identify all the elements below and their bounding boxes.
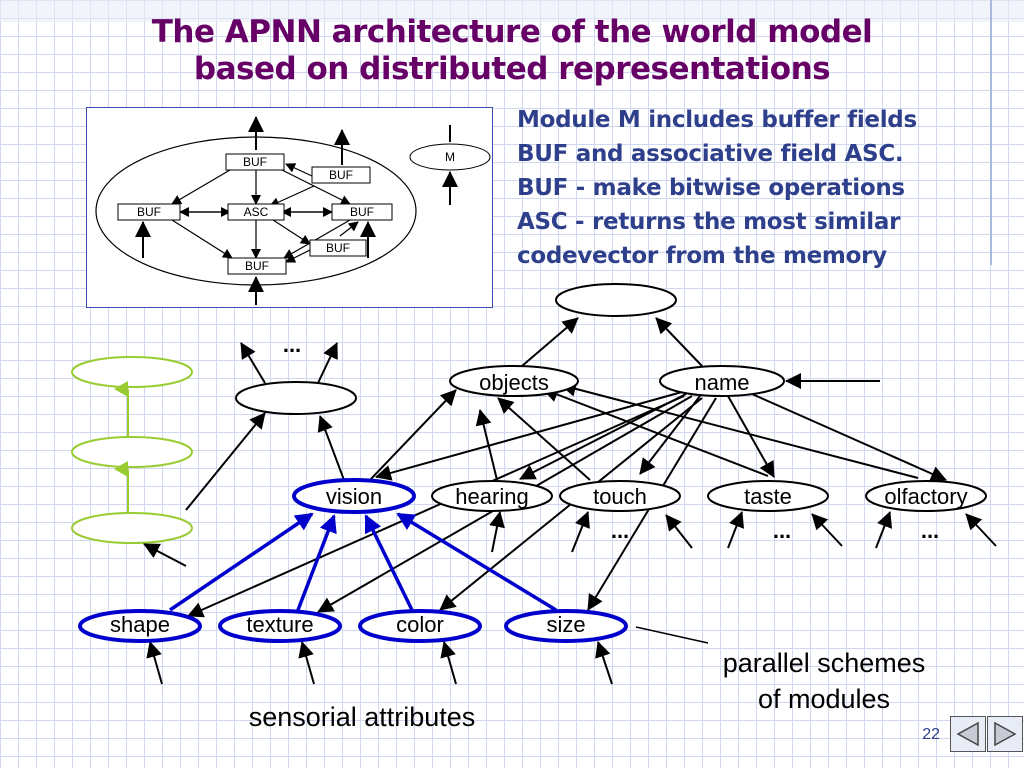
annotations: parallel schemes of modules sensorial at… [249, 648, 926, 732]
black-connections [143, 317, 997, 685]
buf-label: BUF [243, 155, 267, 169]
inset-boxes: BUF BUF BUF ASC BUF BUF BUF M [117, 143, 491, 275]
node-texture: texture [246, 612, 313, 637]
description-line: BUF and associative field ASC. [517, 141, 904, 167]
m-label: M [445, 150, 455, 164]
node-olfactory: olfactory [884, 484, 967, 509]
ellipsis-olfactory: ... [921, 518, 939, 543]
top-node [555, 283, 677, 317]
node-hearing: hearing [455, 484, 528, 509]
next-slide-button[interactable] [987, 716, 1023, 752]
sensorial-attributes-label: sensorial attributes [249, 702, 476, 732]
node-objects: objects [479, 370, 549, 395]
upper-left-node [235, 381, 357, 415]
parallel-schemes-label: parallel schemes [723, 648, 926, 678]
triangle-right-icon [994, 721, 1017, 747]
asc-label: ASC [244, 205, 269, 219]
blue-connections [169, 512, 557, 612]
buf-label: BUF [350, 205, 374, 219]
buf-label: BUF [245, 259, 269, 273]
diagram-nodes: ... objects name vision hearing touch ta… [78, 283, 987, 643]
description: Module M includes buffer fields BUF and … [517, 103, 997, 273]
ellipsis-taste: ... [773, 518, 791, 543]
node-size: size [546, 612, 585, 637]
top-band [0, 0, 1024, 22]
buf-label: BUF [329, 168, 353, 182]
slide-title: The APNN architecture of the world model… [0, 14, 1024, 88]
title-line-1: The APNN architecture of the world model [151, 14, 873, 50]
node-name: name [694, 370, 749, 395]
decorative-vertical-line [990, 0, 992, 265]
description-line: ASC - returns the most similar [517, 209, 901, 235]
parallel-schemes-label: of modules [758, 684, 890, 714]
ellipsis-touch: ... [611, 518, 629, 543]
title-line-2: based on distributed representations [193, 51, 831, 87]
description-line: BUF - make bitwise operations [517, 175, 905, 201]
node-color: color [396, 612, 444, 637]
description-line: codevector from the memory [517, 243, 887, 269]
node-vision: vision [326, 484, 382, 509]
prev-slide-button[interactable] [950, 716, 986, 752]
node-taste: taste [744, 484, 792, 509]
ellipsis-top: ... [283, 332, 301, 357]
triangle-left-icon [956, 721, 979, 747]
node-shape: shape [110, 612, 170, 637]
buf-label: BUF [326, 241, 350, 255]
buf-label: BUF [137, 205, 161, 219]
green-modules [71, 356, 193, 544]
node-touch: touch [593, 484, 647, 509]
description-line: Module M includes buffer fields [517, 107, 917, 133]
module-diagram [95, 116, 458, 305]
page-number: 22 [922, 726, 940, 743]
